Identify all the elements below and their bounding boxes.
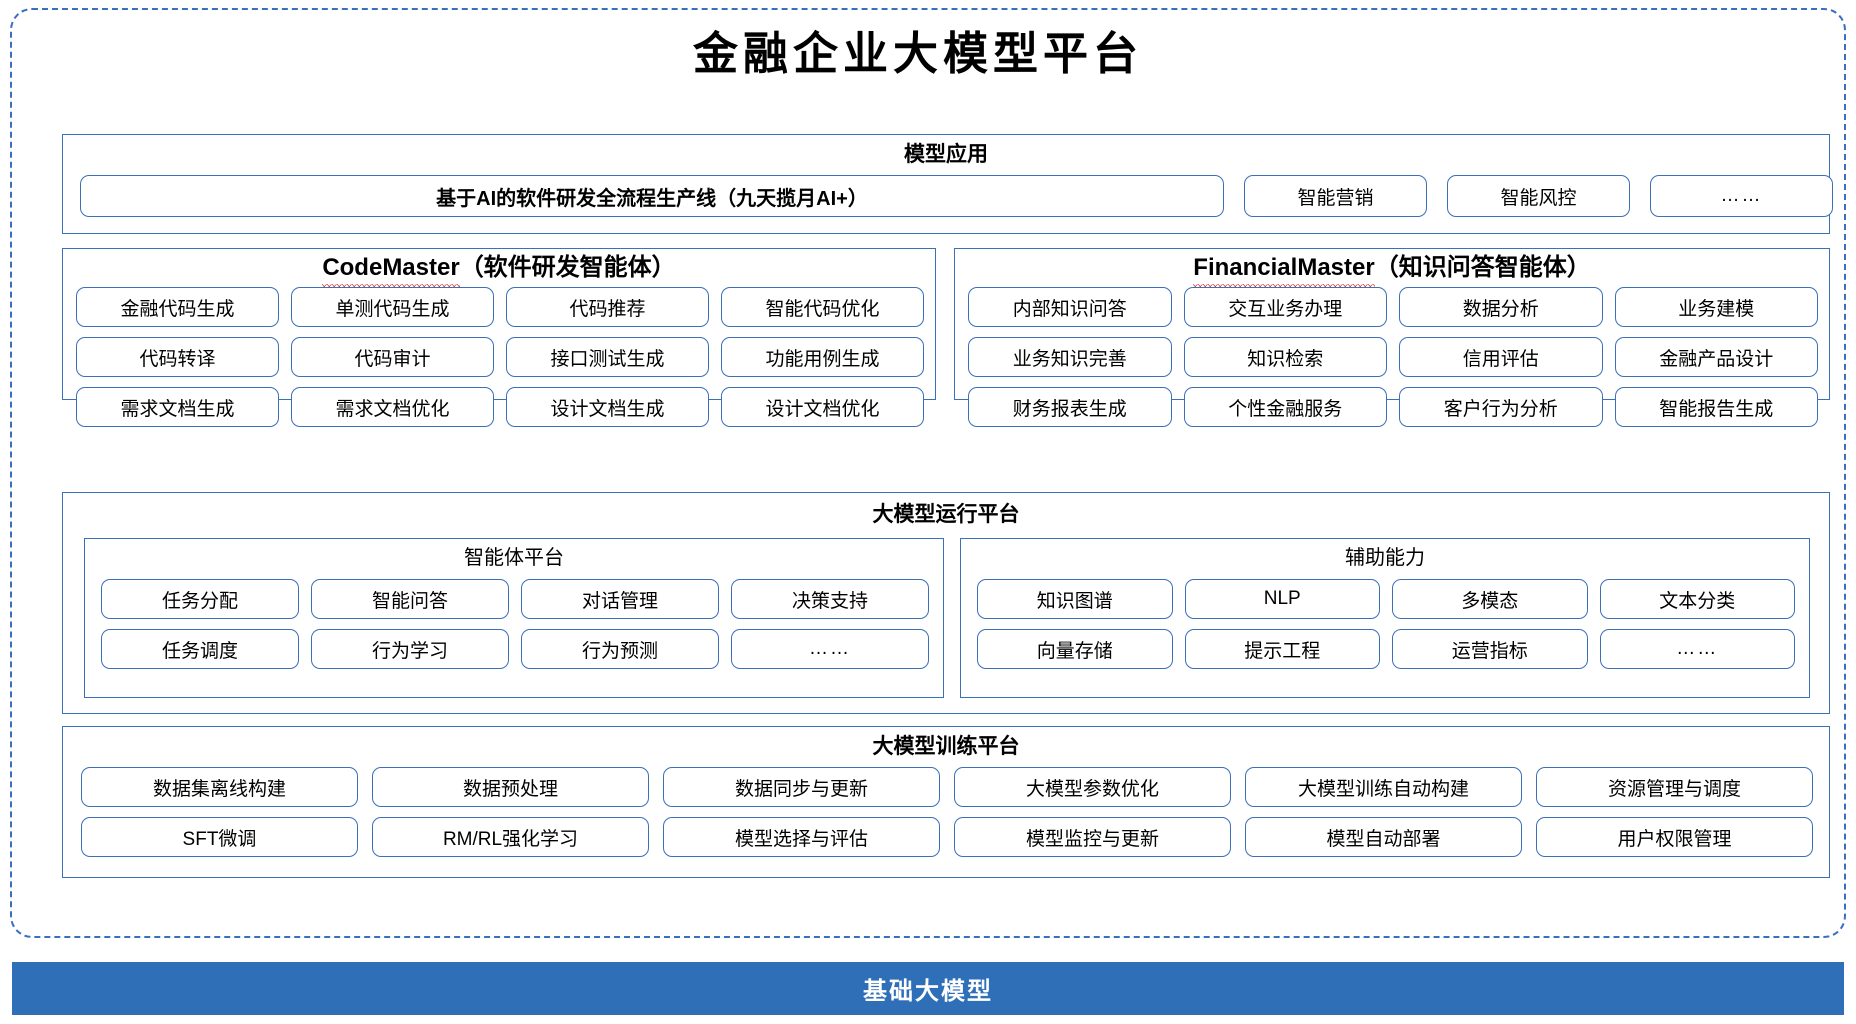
panel-codemaster: CodeMaster（软件研发智能体） 金融代码生成 单测代码生成 代码推荐 智… bbox=[62, 248, 936, 427]
footer-foundation-model-label: 基础大模型 bbox=[863, 978, 993, 1005]
chip-train-7[interactable]: RM/RL强化学习 bbox=[372, 817, 649, 857]
chip-code-11[interactable]: 设计文档优化 bbox=[721, 387, 924, 427]
chip-fin-1[interactable]: 交互业务办理 bbox=[1183, 287, 1387, 327]
app-chip-pipeline[interactable]: 基于AI的软件研发全流程生产线（九天揽月AI+） bbox=[80, 175, 1224, 217]
chip-code-4[interactable]: 代码转译 bbox=[76, 337, 279, 377]
subpanel-auxiliary-capabilities: 辅助能力 知识图谱 NLP 多模态 文本分类 向量存储 提示工程 运营指标 …… bbox=[960, 538, 1810, 698]
codemaster-capability-grid: 金融代码生成 单测代码生成 代码推荐 智能代码优化 代码转译 代码审计 接口测试… bbox=[76, 287, 924, 427]
chip-code-9[interactable]: 需求文档优化 bbox=[291, 387, 494, 427]
chip-aux-6[interactable]: 运营指标 bbox=[1392, 629, 1588, 669]
financialmaster-name-spellcheck: FinancialMaster bbox=[1193, 254, 1376, 288]
chip-code-7[interactable]: 功能用例生成 bbox=[721, 337, 924, 377]
subpanel-agent-platform: 智能体平台 任务分配 智能问答 对话管理 决策支持 任务调度 行为学习 行为预测… bbox=[84, 538, 944, 698]
chip-fin-3[interactable]: 业务建模 bbox=[1614, 287, 1818, 327]
chip-aux-3[interactable]: 文本分类 bbox=[1599, 579, 1795, 619]
chip-train-10[interactable]: 模型自动部署 bbox=[1245, 817, 1522, 857]
chip-train-1[interactable]: 数据预处理 bbox=[372, 767, 649, 807]
chip-agentplat-4[interactable]: 任务调度 bbox=[101, 629, 299, 669]
chip-aux-1[interactable]: NLP bbox=[1184, 579, 1380, 619]
chip-agentplat-0[interactable]: 任务分配 bbox=[101, 579, 299, 619]
chip-fin-2[interactable]: 数据分析 bbox=[1399, 287, 1603, 327]
panel-training-platform: 大模型训练平台 数据集离线构建 数据预处理 数据同步与更新 大模型参数优化 大模… bbox=[62, 726, 1830, 878]
chip-aux-4[interactable]: 向量存储 bbox=[977, 629, 1173, 669]
chip-agentplat-2[interactable]: 对话管理 bbox=[521, 579, 719, 619]
chip-code-0[interactable]: 金融代码生成 bbox=[76, 287, 279, 327]
auxiliary-capability-grid: 知识图谱 NLP 多模态 文本分类 向量存储 提示工程 运营指标 …… bbox=[977, 579, 1795, 669]
chip-code-5[interactable]: 代码审计 bbox=[291, 337, 494, 377]
codemaster-suffix: （软件研发智能体） bbox=[459, 254, 676, 281]
chip-agentplat-3[interactable]: 决策支持 bbox=[731, 579, 929, 619]
chip-train-0[interactable]: 数据集离线构建 bbox=[81, 767, 358, 807]
chip-train-9[interactable]: 模型监控与更新 bbox=[954, 817, 1231, 857]
chip-fin-5[interactable]: 知识检索 bbox=[1183, 337, 1387, 377]
chip-code-3[interactable]: 智能代码优化 bbox=[721, 287, 924, 327]
chip-fin-10[interactable]: 客户行为分析 bbox=[1399, 387, 1603, 427]
chip-train-3[interactable]: 大模型参数优化 bbox=[954, 767, 1231, 807]
chip-aux-ellipsis[interactable]: …… bbox=[1599, 629, 1795, 669]
chip-fin-6[interactable]: 信用评估 bbox=[1399, 337, 1603, 377]
panel-title-financialmaster: FinancialMaster（知识问答智能体） bbox=[955, 253, 1829, 288]
chip-train-8[interactable]: 模型选择与评估 bbox=[663, 817, 940, 857]
panel-model-application: 模型应用 基于AI的软件研发全流程生产线（九天揽月AI+） 智能营销 智能风控 … bbox=[62, 134, 1833, 234]
chip-code-10[interactable]: 设计文档生成 bbox=[506, 387, 709, 427]
chip-aux-2[interactable]: 多模态 bbox=[1392, 579, 1588, 619]
page-title: 金融企业大模型平台 bbox=[692, 27, 1143, 80]
chip-train-11[interactable]: 用户权限管理 bbox=[1536, 817, 1813, 857]
chip-fin-9[interactable]: 个性金融服务 bbox=[1183, 387, 1387, 427]
subpanel-title-auxiliary-capabilities: 辅助能力 bbox=[1345, 547, 1425, 569]
chip-code-2[interactable]: 代码推荐 bbox=[506, 287, 709, 327]
panel-financialmaster: FinancialMaster（知识问答智能体） 内部知识问答 交互业务办理 数… bbox=[954, 248, 1830, 427]
chip-agentplat-5[interactable]: 行为学习 bbox=[311, 629, 509, 669]
codemaster-name-spellcheck: CodeMaster bbox=[322, 254, 461, 288]
chip-code-6[interactable]: 接口测试生成 bbox=[506, 337, 709, 377]
agent-platform-capability-grid: 任务分配 智能问答 对话管理 决策支持 任务调度 行为学习 行为预测 …… bbox=[101, 579, 929, 669]
subpanel-title-agent-platform: 智能体平台 bbox=[464, 547, 564, 569]
panel-title-codemaster: CodeMaster（软件研发智能体） bbox=[63, 253, 935, 288]
panel-runtime-platform: 大模型运行平台 智能体平台 任务分配 智能问答 对话管理 决策支持 任务调度 行… bbox=[62, 492, 1830, 714]
panel-title-model-application: 模型应用 bbox=[904, 143, 988, 166]
chip-fin-4[interactable]: 业务知识完善 bbox=[968, 337, 1172, 377]
application-item-row: 基于AI的软件研发全流程生产线（九天揽月AI+） 智能营销 智能风控 …… bbox=[80, 175, 1833, 217]
app-chip-risk-control[interactable]: 智能风控 bbox=[1447, 175, 1630, 217]
panel-title-runtime-platform: 大模型运行平台 bbox=[872, 503, 1020, 526]
financialmaster-capability-grid: 内部知识问答 交互业务办理 数据分析 业务建模 业务知识完善 知识检索 信用评估… bbox=[968, 287, 1818, 427]
chip-train-6[interactable]: SFT微调 bbox=[81, 817, 358, 857]
chip-agentplat-ellipsis[interactable]: …… bbox=[731, 629, 929, 669]
chip-aux-0[interactable]: 知识图谱 bbox=[977, 579, 1173, 619]
chip-fin-0[interactable]: 内部知识问答 bbox=[968, 287, 1172, 327]
chip-fin-11[interactable]: 智能报告生成 bbox=[1614, 387, 1818, 427]
training-capability-grid: 数据集离线构建 数据预处理 数据同步与更新 大模型参数优化 大模型训练自动构建 … bbox=[81, 767, 1813, 857]
chip-train-2[interactable]: 数据同步与更新 bbox=[663, 767, 940, 807]
chip-code-1[interactable]: 单测代码生成 bbox=[291, 287, 494, 327]
chip-agentplat-6[interactable]: 行为预测 bbox=[521, 629, 719, 669]
chip-train-4[interactable]: 大模型训练自动构建 bbox=[1245, 767, 1522, 807]
footer-foundation-model-bar: 基础大模型 bbox=[12, 962, 1844, 1015]
chip-agentplat-1[interactable]: 智能问答 bbox=[311, 579, 509, 619]
chip-fin-7[interactable]: 金融产品设计 bbox=[1614, 337, 1818, 377]
chip-train-5[interactable]: 资源管理与调度 bbox=[1536, 767, 1813, 807]
financialmaster-suffix: （知识问答智能体） bbox=[1374, 254, 1591, 281]
app-chip-marketing[interactable]: 智能营销 bbox=[1244, 175, 1427, 217]
chip-code-8[interactable]: 需求文档生成 bbox=[76, 387, 279, 427]
chip-fin-8[interactable]: 财务报表生成 bbox=[968, 387, 1172, 427]
chip-aux-5[interactable]: 提示工程 bbox=[1184, 629, 1380, 669]
panel-title-training-platform: 大模型训练平台 bbox=[872, 735, 1020, 758]
app-chip-ellipsis[interactable]: …… bbox=[1650, 175, 1833, 217]
